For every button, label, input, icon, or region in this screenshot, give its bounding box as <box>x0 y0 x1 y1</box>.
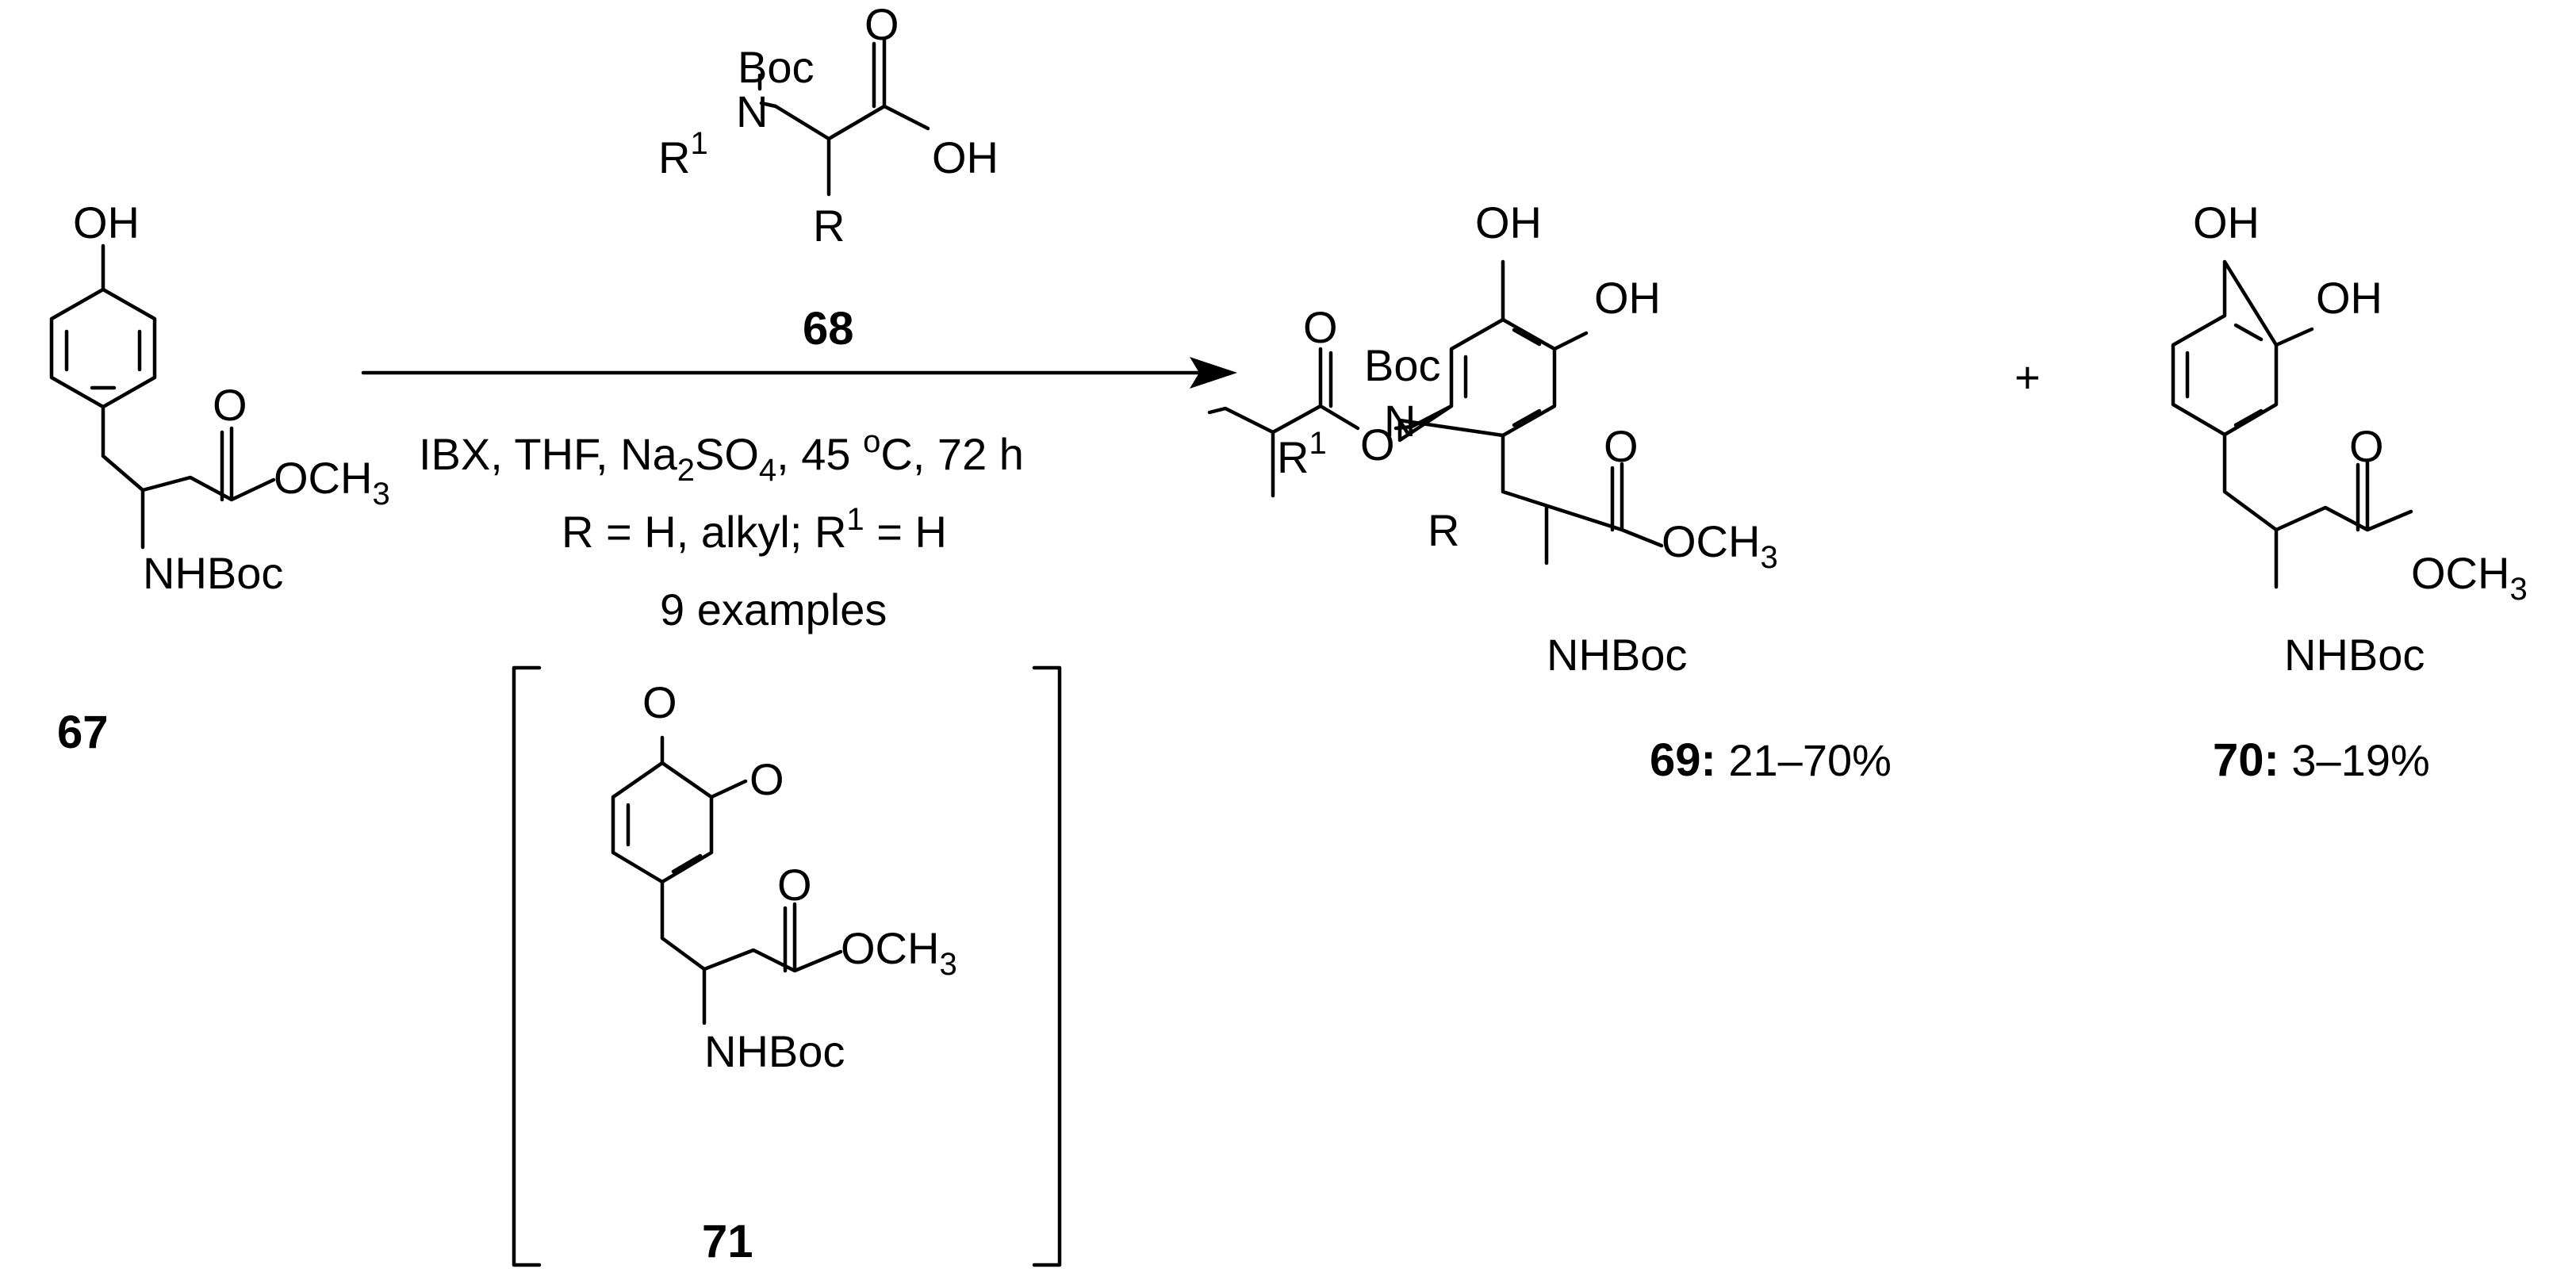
methoxy-label: OCH3 <box>274 453 390 512</box>
carbonyl-o-label: O <box>213 380 247 430</box>
reaction-conditions: IBX, THF, Na2SO4, 45 oC, 72 h R = H, alk… <box>419 424 1024 634</box>
nhboc-label: NHBoc <box>143 548 283 598</box>
brackets <box>512 665 1062 1267</box>
r-label: R <box>1428 505 1459 555</box>
oh-label: OH <box>932 132 999 182</box>
n-label: N <box>1384 396 1416 446</box>
ester-o-label: O <box>1360 420 1395 470</box>
plus-sign: + <box>2014 352 2041 402</box>
r-label: R <box>813 201 845 251</box>
carbonyl-o-label: O <box>777 860 812 910</box>
compound-69-label: 69: 21–70% <box>1650 734 1892 786</box>
oh-meta-label: OH <box>1594 273 1661 323</box>
r1-label: R1 <box>658 126 708 182</box>
nhboc-label: NHBoc <box>1547 630 1687 680</box>
boc-label: Boc <box>1364 340 1441 390</box>
conditions-line-1: IBX, THF, Na2SO4, 45 oC, 72 h <box>419 424 1024 488</box>
compound-68-label: 68 <box>803 303 854 355</box>
compound-71-label: 71 <box>702 1216 753 1267</box>
carbonyl-o-label: O <box>864 0 899 49</box>
compound-67-label: 67 <box>57 707 109 758</box>
boc-label: Boc <box>738 42 815 92</box>
compound-67-bonds <box>49 243 276 550</box>
r1-label: R1 <box>1277 426 1327 482</box>
methoxy-label: OCH3 <box>2411 548 2528 607</box>
oh-label: OH <box>73 197 140 247</box>
conditions-line-2: R = H, alkyl; R1 = H <box>562 502 947 557</box>
carbonyl-o-label: O <box>2349 421 2384 471</box>
compound-67: OH O OCH3 NHBoc 67 <box>49 197 390 758</box>
methoxy-label: OCH3 <box>841 923 957 982</box>
compound-70-bonds <box>2171 259 2413 589</box>
reaction-arrow <box>361 357 1237 389</box>
compound-71: O O O OCH3 NHBoc 71 <box>512 665 1062 1267</box>
compound-70: OH OH O OCH3 NHBoc 70: 3–19% <box>2171 197 2528 786</box>
nhboc-label: NHBoc <box>704 1026 845 1076</box>
methoxy-label: OCH3 <box>1662 516 1778 575</box>
compound-68-bonds <box>757 37 930 197</box>
oh-top-label: OH <box>1475 197 1542 247</box>
compound-68: Boc N R1 O OH R 68 <box>658 0 999 355</box>
oh-top-label: OH <box>2193 197 2260 247</box>
compound-69-bonds <box>1207 259 1664 565</box>
compound-71-bonds <box>611 735 843 1025</box>
compound-70-label: 70: 3–19% <box>2213 734 2430 786</box>
compound-69: OH OH O O Boc N R1 R O OCH3 NHBoc 69: 21… <box>1207 197 1892 786</box>
ester-carbonyl-o-label: O <box>1303 302 1338 352</box>
oh-meta-label: OH <box>2316 273 2382 323</box>
quinone-o2-label: O <box>749 754 784 804</box>
n-label: N <box>736 86 768 136</box>
nhboc-label: NHBoc <box>2284 630 2425 680</box>
quinone-o1-label: O <box>642 677 677 727</box>
carbonyl-o-label: O <box>1604 421 1639 471</box>
conditions-line-3: 9 examples <box>660 585 887 634</box>
